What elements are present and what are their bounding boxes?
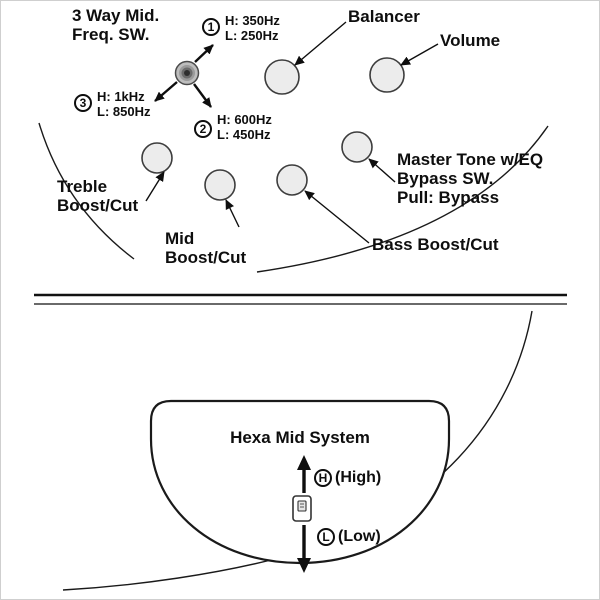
circled-l-icon: L bbox=[317, 528, 335, 546]
position-3-low: L: 850Hz bbox=[97, 104, 151, 119]
master-tone-pointer bbox=[368, 158, 396, 183]
body-edge-left-curve bbox=[38, 122, 135, 260]
balancer-knob bbox=[264, 59, 300, 95]
up-arrow-icon bbox=[297, 455, 311, 493]
treble-pointer bbox=[145, 171, 165, 202]
treble-knob bbox=[141, 142, 173, 174]
mid-label-line2: Boost/Cut bbox=[165, 248, 247, 267]
treble-label-line1: Treble bbox=[57, 177, 108, 196]
down-arrow-icon bbox=[297, 525, 311, 573]
position-1-high: H: 350Hz bbox=[225, 13, 280, 28]
mid-knob bbox=[204, 169, 236, 201]
volume-label: Volume bbox=[440, 31, 501, 50]
position-3-badge: 3 bbox=[74, 94, 92, 112]
arrow-to-position-3 bbox=[154, 81, 178, 102]
master-tone-label-line2: Bypass SW. bbox=[397, 169, 494, 188]
freq-switch-label-line1: 3 Way Mid. bbox=[72, 6, 160, 25]
bass-label: Bass Boost/Cut bbox=[372, 235, 499, 254]
arrow-to-position-2 bbox=[193, 83, 212, 108]
low-indicator: L (Low) bbox=[317, 528, 381, 546]
body-edge-right-curve bbox=[256, 125, 549, 273]
bass-pointer bbox=[304, 190, 370, 244]
position-1-low: L: 250Hz bbox=[225, 28, 279, 43]
balancer-label: Balancer bbox=[348, 7, 420, 26]
freq-switch-arrows bbox=[154, 44, 214, 108]
freq-switch-knob-icon bbox=[174, 60, 200, 86]
volume-knob bbox=[369, 57, 405, 93]
mid-label-line1: Mid bbox=[165, 229, 195, 248]
low-text: (Low) bbox=[338, 528, 381, 545]
high-text: (High) bbox=[335, 469, 382, 486]
position-2-badge: 2 bbox=[194, 120, 212, 138]
master-tone-label-line3: Pull: Bypass bbox=[397, 188, 500, 207]
slide-switch-icon bbox=[292, 495, 312, 522]
arrow-to-position-1 bbox=[194, 44, 214, 63]
high-indicator: H (High) bbox=[314, 469, 381, 487]
master-tone-label-line1: Master Tone w/EQ bbox=[397, 150, 544, 169]
position-1-badge: 1 bbox=[202, 18, 220, 36]
treble-label-line2: Boost/Cut bbox=[57, 196, 139, 215]
hexa-title: Hexa Mid System bbox=[230, 428, 370, 447]
bass-knob bbox=[276, 164, 308, 196]
balancer-pointer bbox=[294, 21, 347, 66]
freq-switch-label-line2: Freq. SW. bbox=[72, 25, 150, 44]
mid-pointer bbox=[225, 199, 240, 228]
circled-h-icon: H bbox=[314, 469, 332, 487]
position-2-low: L: 450Hz bbox=[217, 127, 271, 142]
master-tone-knob bbox=[341, 131, 373, 163]
volume-pointer bbox=[400, 43, 439, 66]
control-cavity-outline bbox=[149, 399, 451, 565]
position-3-high: H: 1kHz bbox=[97, 89, 145, 104]
position-2-high: H: 600Hz bbox=[217, 112, 272, 127]
